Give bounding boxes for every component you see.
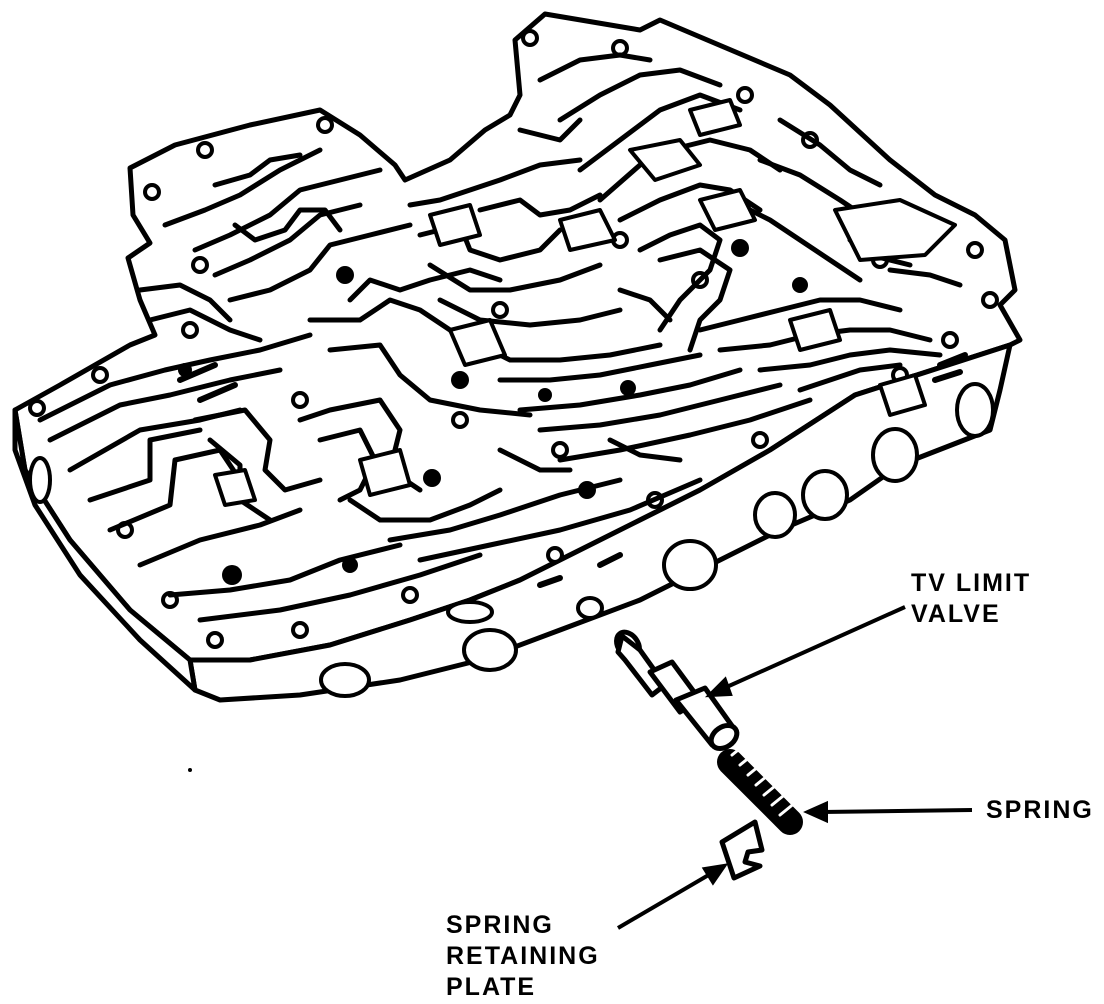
casting-top-outline bbox=[12, 11, 1023, 663]
leader-tv-limit-valve bbox=[719, 605, 906, 692]
label-spring-retaining-plate-line-3: PLATE bbox=[446, 973, 537, 1001]
label-tv-limit-valve-line-1: TV LIMIT bbox=[911, 569, 1032, 597]
label-spring-retaining-plate: SPRING RETAINING PLATE bbox=[446, 910, 600, 1003]
bolt-holes bbox=[28, 29, 999, 649]
fluid-passages bbox=[37, 52, 963, 623]
leader-spring bbox=[821, 808, 973, 814]
valve-bore-pockets bbox=[213, 98, 957, 507]
label-tv-limit-valve: TV LIMIT VALVE bbox=[911, 568, 1031, 630]
valve-body-casting bbox=[12, 11, 1023, 703]
front-face-ports bbox=[28, 382, 995, 698]
label-spring-retaining-plate-line-2: RETAINING bbox=[446, 942, 600, 970]
slot-marks bbox=[177, 352, 968, 588]
label-spring: SPRING bbox=[986, 795, 1094, 826]
leader-spring-retaining-plate bbox=[616, 871, 714, 930]
spring-retaining-plate-part bbox=[719, 819, 765, 881]
label-tv-limit-valve-line-2: VALVE bbox=[911, 600, 1001, 628]
label-spring-line-1: SPRING bbox=[986, 796, 1094, 824]
label-spring-retaining-plate-line-1: SPRING bbox=[446, 911, 554, 939]
tv-limit-valve-part bbox=[614, 629, 740, 751]
casting-left-face bbox=[12, 407, 198, 693]
print-speck bbox=[188, 768, 192, 772]
spring-part bbox=[717, 740, 803, 835]
leader-lines bbox=[616, 605, 973, 930]
